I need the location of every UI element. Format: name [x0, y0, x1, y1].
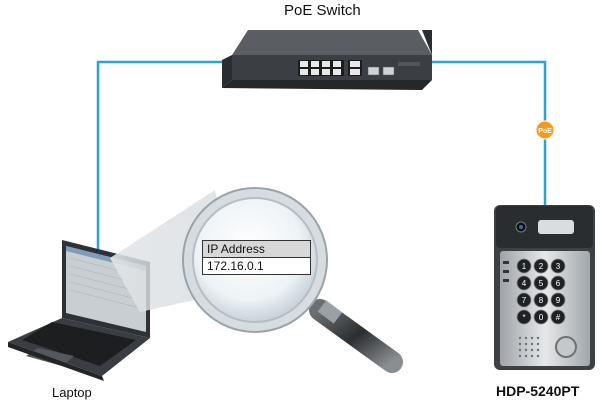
- keypad-key-label: *: [522, 313, 525, 322]
- keypad-key-label: 0: [539, 313, 544, 322]
- keypad-key: 8: [533, 292, 549, 308]
- keypad-key: 9: [550, 292, 566, 308]
- keypad-key-label: 2: [539, 262, 544, 271]
- ip-address-header: IP Address: [203, 241, 310, 258]
- keypad-key-label: 7: [522, 296, 527, 305]
- laptop-label: Laptop: [52, 385, 92, 400]
- keypad-key-label: 8: [539, 296, 544, 305]
- keypad-key-label: 6: [556, 279, 561, 288]
- keypad: 1 2 3 4 5 6 7 8 9 * 0 #: [516, 258, 566, 325]
- keypad-key: 4: [516, 275, 532, 291]
- ip-address-panel: IP Address 172.16.0.1: [202, 240, 311, 275]
- keypad-key-label: #: [556, 313, 561, 322]
- cable-switch-to-intercom: [418, 60, 547, 207]
- ip-address-value: 172.16.0.1: [207, 259, 264, 273]
- keypad-key: 7: [516, 292, 532, 308]
- poe-badge-text: PoE: [538, 128, 552, 135]
- keypad-key-label: 1: [522, 262, 527, 271]
- keypad-key: 0: [533, 309, 549, 325]
- keypad-key-label: 9: [556, 296, 561, 305]
- speaker-grille: [518, 336, 540, 358]
- poe-badge: PoE: [535, 120, 555, 140]
- keypad-key: 1: [516, 258, 532, 274]
- keypad-key: 6: [550, 275, 566, 291]
- keypad-key: 5: [533, 275, 549, 291]
- keypad-key: *: [516, 309, 532, 325]
- keypad-key-label: 3: [556, 262, 561, 271]
- poe-switch: [222, 30, 432, 90]
- keypad-key-label: 5: [539, 279, 544, 288]
- intercom-device: 1 2 3 4 5 6 7 8 9 * 0 #: [494, 205, 595, 370]
- keypad-key-label: 4: [522, 279, 527, 288]
- keypad-key: #: [550, 309, 566, 325]
- intercom-label: HDP-5240PT: [496, 383, 580, 399]
- keypad-key: 3: [550, 258, 566, 274]
- call-button: [555, 336, 577, 358]
- cable-switch-to-laptop: [96, 60, 228, 252]
- switch-label: PoE Switch: [284, 2, 361, 19]
- keypad-key: 2: [533, 258, 549, 274]
- magnifier-icon: [182, 187, 403, 373]
